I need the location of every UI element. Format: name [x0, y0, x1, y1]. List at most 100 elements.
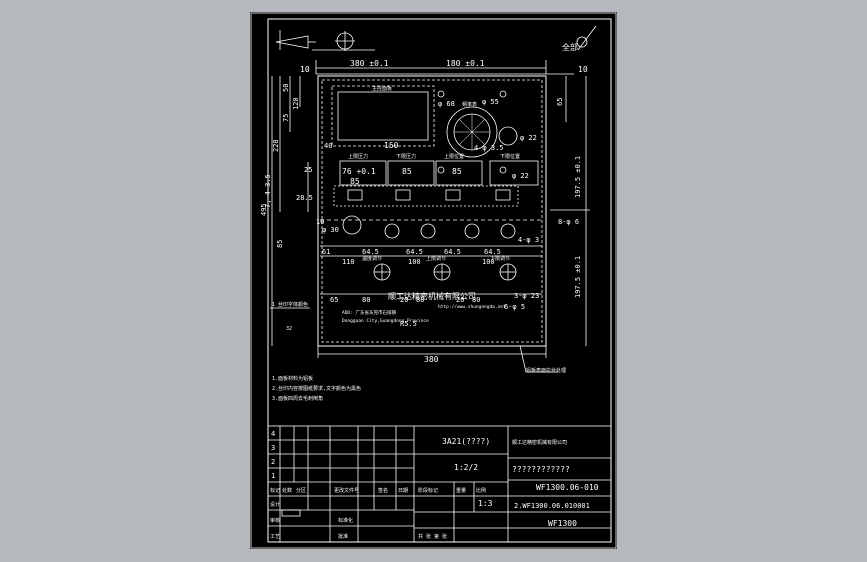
- company-title: 顺工达精密机械有限公司: [388, 291, 476, 301]
- dim-row3-110: 110: [342, 258, 355, 266]
- address-line-2: ADD: 广东省东莞市石排镇: [342, 309, 397, 316]
- dim-row2-b: 64.5: [406, 248, 423, 256]
- left-dim-25: 25: [304, 166, 312, 174]
- dia-4x3-5: 4-φ 3.5: [474, 144, 504, 152]
- small-panel-3: [435, 160, 483, 186]
- dia-68: φ 68: [438, 100, 455, 108]
- title-block: [267, 425, 612, 543]
- hdr-sign: 签名: [378, 487, 388, 494]
- indicator-row: [333, 185, 519, 207]
- sheet-info: 共 张 第 张: [418, 533, 447, 540]
- dim-row4-20a: 20: [400, 296, 408, 304]
- drawing-sheet[interactable]: 全部 380 ±0.1 180 ±0.1 10 10 495 228 50 75…: [250, 12, 617, 549]
- tb-material: 3A21(????): [442, 437, 490, 446]
- lbl-stage: 阶段标记: [418, 487, 438, 494]
- small-panel-label-4: 下限位置: [500, 153, 520, 160]
- tb-part-name: ????????????: [512, 465, 570, 474]
- dia-8x6: 8-φ 6: [558, 218, 579, 226]
- note-3: 3.面板四周去毛刺倒角: [272, 395, 323, 402]
- side-note: 1 丝印字体颜色: [272, 301, 308, 308]
- dim-top-10-right: 10: [578, 65, 588, 74]
- lbl-review: 审核: [270, 517, 280, 524]
- dim-row4-20b: 20: [456, 296, 464, 304]
- left-dim-10: 10: [316, 218, 324, 226]
- dia-30: φ 30: [322, 226, 339, 234]
- dim-row2-c: 64.5: [444, 248, 461, 256]
- tb-scale: 1:2/2: [454, 463, 478, 472]
- dim-row1-150: 150: [384, 141, 399, 150]
- left-dim-120: 120: [292, 97, 300, 110]
- display-window-1: [337, 91, 429, 141]
- rev-4: 4: [271, 430, 275, 438]
- note-2: 2.丝印内容按图纸要求,文字颜色为黑色: [272, 385, 361, 392]
- cad-drawing: 全部 380 ±0.1 180 ±0.1 10 10 495 228 50 75…: [250, 12, 617, 549]
- callout-text: 铝板表面拉丝处理: [526, 367, 566, 374]
- hdr-mark: 标记: [270, 487, 280, 494]
- small-panel-label-1: 上限压力: [348, 153, 368, 160]
- dim-row2-a: 64.5: [362, 248, 379, 256]
- panel-outline: [317, 75, 547, 347]
- meter-cutout: [446, 106, 498, 158]
- r-label-55: R5.5: [400, 320, 417, 328]
- dim-row4-65: 65: [330, 296, 338, 304]
- r-label-32: 32: [286, 326, 292, 332]
- dim-row2-d: 64.5: [484, 248, 501, 256]
- tb-page-num: 1:3: [478, 499, 493, 508]
- small-panel-1: [339, 160, 387, 186]
- left-dim-75: 75: [282, 114, 290, 122]
- right-dim-65: 65: [556, 98, 564, 106]
- small-panel-2: [387, 160, 435, 186]
- lbl-design: 设计: [270, 501, 280, 508]
- panel-inner-outline: [321, 79, 543, 343]
- small-panel-label-2: 下限压力: [396, 153, 416, 160]
- bottom-dim-380: 380: [424, 355, 439, 364]
- address-line-1: http://www.shungongda.net: [438, 304, 506, 310]
- dia-22-right: φ 22: [512, 172, 529, 180]
- panel-value-4: 85: [350, 177, 360, 186]
- lbl-process: 工艺: [270, 534, 280, 540]
- left-dim-holes: 7, 4-3.5: [264, 174, 272, 208]
- left-dim-85: 85: [276, 240, 284, 248]
- dia-6x5: 6-φ 5: [504, 303, 525, 311]
- button-row: [320, 215, 542, 239]
- drawing-frame: [267, 18, 612, 543]
- dim-row2-61: 61: [322, 248, 330, 256]
- roughness-symbol-icon: [576, 25, 597, 51]
- hdr-zone: 分区: [296, 487, 306, 494]
- left-dim-28-5: 28.5: [296, 194, 313, 202]
- dim-row4-80a: 80: [362, 296, 370, 304]
- projection-symbol: [275, 30, 375, 51]
- address-line-3: Dongguan City,Guangdong Province: [342, 318, 429, 324]
- display1-label: 主控面板: [372, 85, 392, 92]
- dim-row3-100a: 100: [408, 258, 421, 266]
- tb-part-no: WF1300.06-010: [536, 483, 599, 492]
- dim-row3-100b: 100: [482, 258, 495, 266]
- tb-company: 顺工达精密机械有限公司: [512, 439, 567, 446]
- callout-leader: [519, 345, 558, 373]
- dim-row1-40: 40: [324, 142, 332, 150]
- display2-label: 频率表: [462, 101, 477, 108]
- tb-part-no2: 2.WF1300.06.010001: [514, 502, 590, 510]
- right-dim-197-bottom: 197.5 ±0.1: [574, 256, 582, 298]
- dim-row4-80b: 80: [416, 296, 424, 304]
- dim-row4-80c: 80: [472, 296, 480, 304]
- small-panel-label-3: 上限位置: [444, 153, 464, 160]
- lbl-approve: 批准: [338, 533, 348, 540]
- knob-row: [373, 263, 517, 281]
- hdr-date: 日期: [398, 488, 408, 494]
- tb-model: WF1300: [548, 519, 577, 528]
- dim-top-left: 380 ±0.1: [350, 59, 389, 68]
- note-1: 1.面板材料为铝板: [272, 375, 313, 382]
- panel-value-1: 76 +0.1: [342, 167, 376, 176]
- rev-3: 3: [271, 444, 275, 452]
- panel-value-3: 85: [452, 167, 462, 176]
- hdr-count: 处数: [282, 487, 292, 494]
- lbl-scale: 比例: [476, 487, 486, 494]
- dim-top-10: 10: [300, 65, 310, 74]
- rev-1: 1: [271, 472, 275, 480]
- left-dim-50: 50: [282, 84, 290, 92]
- hole-22: [498, 126, 518, 146]
- dia-3x23: 3-φ 23: [514, 292, 539, 300]
- dia-22-top: φ 22: [520, 134, 537, 142]
